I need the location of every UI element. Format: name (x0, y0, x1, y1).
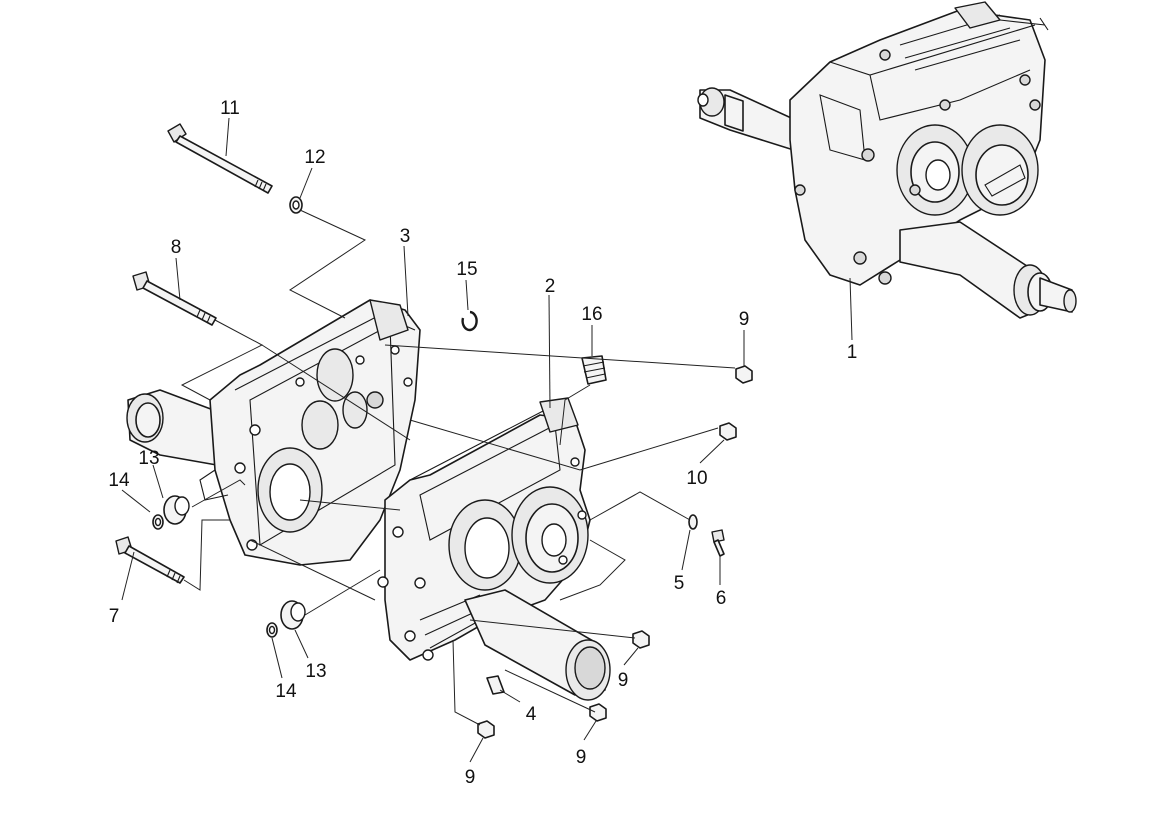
callout-3: 3 (400, 226, 411, 247)
fasteners (115, 123, 753, 739)
callout-16: 16 (581, 304, 602, 325)
callout-9-bottom-right: 9 (576, 747, 587, 768)
callout-9-right: 9 (618, 670, 629, 691)
callout-7: 7 (109, 606, 120, 627)
callout-labels: 1 2 3 4 5 6 7 8 9 9 9 9 10 11 12 13 13 1… (108, 98, 857, 788)
left-case-half (126, 299, 421, 566)
callout-13-left: 13 (138, 448, 159, 469)
callout-14-bottom: 14 (275, 681, 297, 702)
callout-2: 2 (545, 276, 556, 297)
callout-9-bottom: 9 (465, 767, 476, 788)
callout-6: 6 (716, 588, 727, 609)
callout-4: 4 (526, 704, 537, 725)
callout-13-bottom: 13 (305, 661, 326, 682)
callout-5: 5 (674, 573, 685, 594)
assembly-lines (180, 209, 736, 726)
callout-14-left: 14 (108, 470, 130, 491)
callout-11: 11 (220, 98, 240, 119)
callout-9-top: 9 (739, 309, 750, 330)
callout-leaders (121, 117, 853, 763)
callout-15: 15 (456, 259, 477, 280)
callout-1: 1 (847, 342, 858, 363)
transaxle-assembly (697, 1, 1077, 319)
callout-10: 10 (686, 468, 707, 489)
callout-12: 12 (304, 147, 325, 168)
right-case-half (377, 397, 611, 701)
callout-8: 8 (171, 237, 182, 258)
